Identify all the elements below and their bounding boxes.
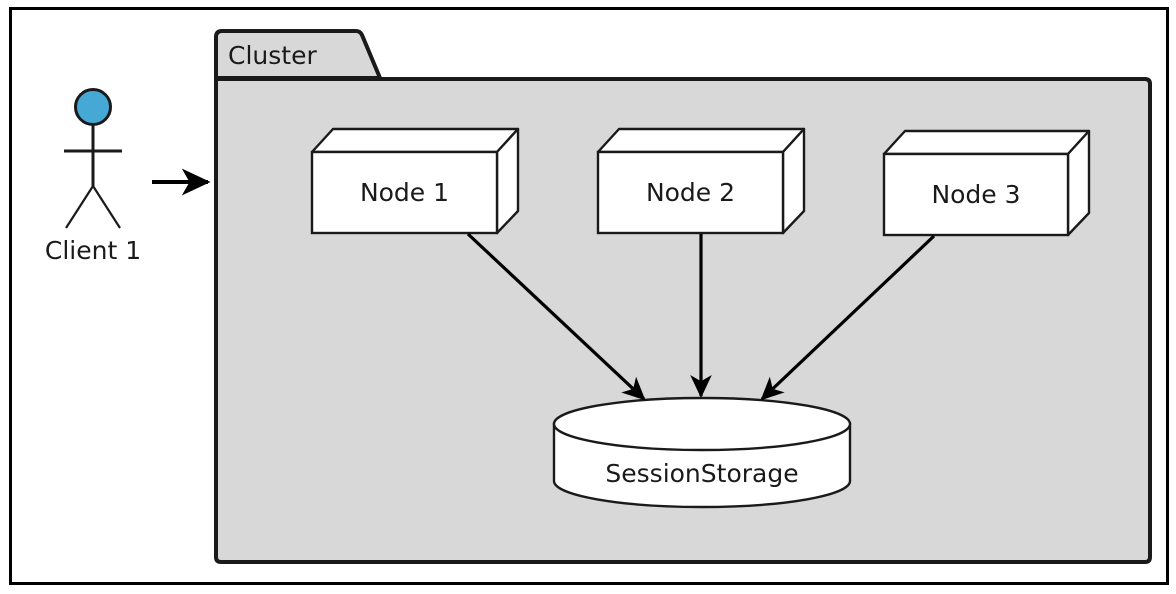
actor-left-leg-line	[65, 185, 94, 229]
package-tab-shape	[214, 29, 382, 80]
actor-head-icon	[74, 88, 112, 126]
database-sessionstorage[interactable]: SessionStorage	[552, 396, 852, 509]
actor-label: Client 1	[45, 236, 141, 265]
node-3-label: Node 3	[931, 180, 1020, 209]
node-1-label: Node 1	[360, 178, 449, 207]
package-label: Cluster	[228, 41, 317, 70]
node-box-2[interactable]: Node 2	[596, 127, 806, 235]
node-2-label: Node 2	[646, 178, 735, 207]
node-box-3[interactable]: Node 3	[882, 129, 1091, 237]
node-1-top-face	[310, 127, 520, 154]
node-3-top-face	[882, 129, 1091, 156]
db-top-ellipse	[552, 396, 852, 452]
node-1-front-face	[310, 150, 499, 235]
db-label: SessionStorage	[605, 459, 798, 488]
arrow-node1-to-storage	[466, 232, 646, 401]
actor-right-leg-line	[92, 185, 121, 229]
node-box-1[interactable]: Node 1	[310, 127, 520, 235]
node-2-front-face	[596, 150, 785, 235]
node-3-front-face	[882, 152, 1070, 237]
arrow-node3-to-storage	[760, 234, 936, 401]
actor-client-1[interactable]: Client 1	[45, 88, 141, 266]
node-2-top-face	[596, 127, 806, 154]
